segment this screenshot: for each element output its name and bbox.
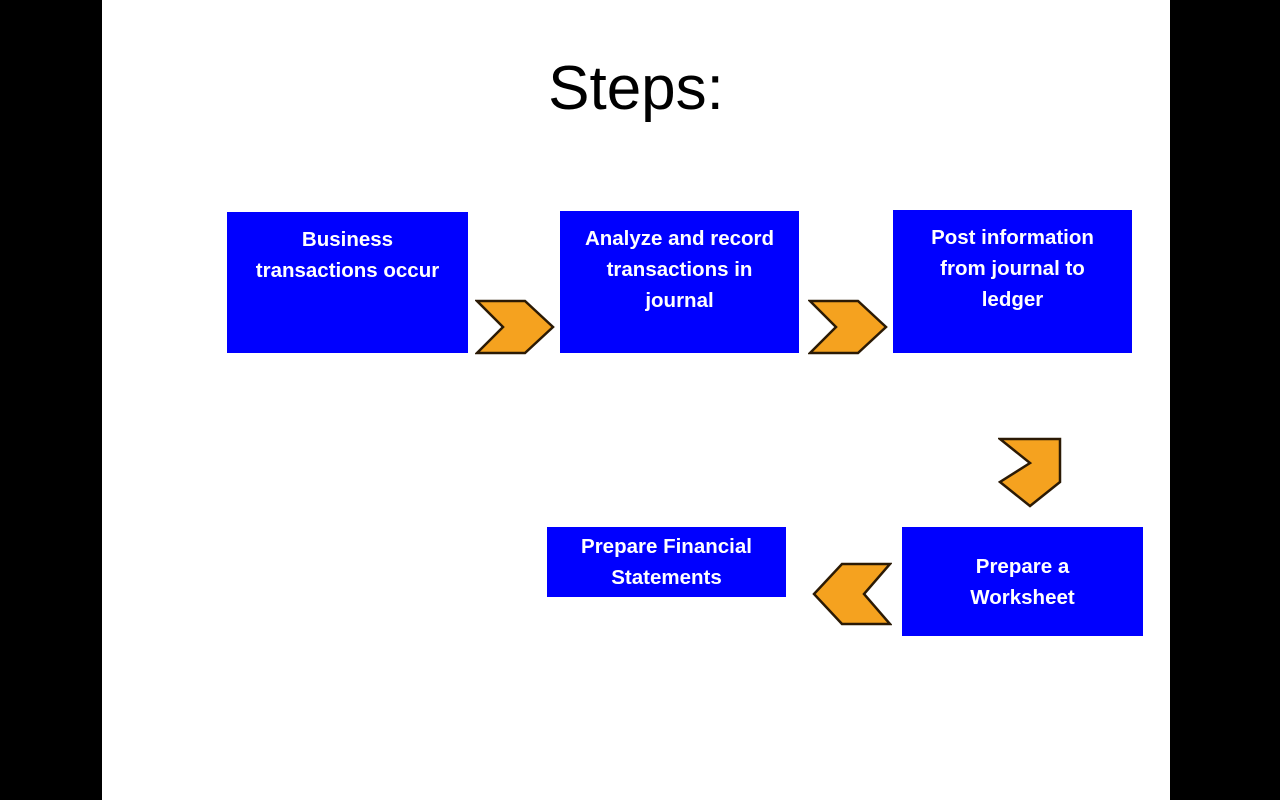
process-box-label: Business transactions occur (255, 228, 440, 282)
process-box-label: Prepare a Worksheet (970, 554, 1075, 609)
process-box-prepare-financial-statements[interactable]: Prepare Financial Statements (547, 527, 786, 597)
arrow-right-business-to-analyze (475, 299, 555, 355)
process-box-label: Prepare Financial Statements (581, 535, 752, 589)
process-box-analyze-record[interactable]: Analyze and record transactions in journ… (560, 211, 799, 353)
process-box-post-information[interactable]: Post information from journal to ledger (893, 210, 1132, 353)
arrow-down-post-to-worksheet (998, 437, 1062, 508)
page-title: Steps: (548, 54, 724, 123)
process-box-label: Analyze and record transactions in journ… (584, 227, 775, 312)
arrow-left-worksheet-to-statements (812, 562, 892, 626)
process-box-label: Post information from journal to ledger (931, 226, 1094, 311)
process-box-business-transactions[interactable]: Business transactions occur (227, 212, 468, 353)
process-box-prepare-worksheet[interactable]: Prepare a Worksheet (902, 527, 1143, 636)
letterbox-left (0, 0, 102, 800)
letterbox-right (1170, 0, 1280, 800)
slide-canvas: Steps: Business transactions occur Analy… (102, 0, 1170, 800)
arrow-right-analyze-to-post (808, 299, 888, 355)
